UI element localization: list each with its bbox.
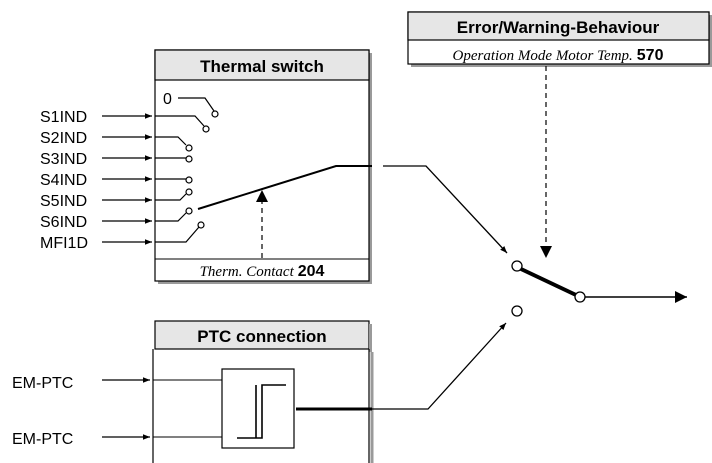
operation-mode-parameter: Operation Mode Motor Temp.570 (453, 47, 664, 64)
output-terminal (574, 291, 586, 303)
input-s2ind: S2IND (40, 130, 87, 147)
input-s3ind: S3IND (40, 151, 87, 168)
thermal-switch-output-line (383, 165, 508, 254)
hysteresis-curve-upper (237, 384, 286, 439)
error-behaviour-title: Error/Warning-Behaviour (457, 18, 660, 37)
operation-mode-arrowhead (540, 246, 552, 258)
selector-wiring (155, 115, 205, 243)
operation-mode-number: 570 (637, 47, 664, 64)
output-switch-arm (520, 267, 577, 297)
zero-contact-terminal (211, 110, 219, 118)
actuator-arrowhead (256, 190, 268, 202)
selector-terminals (185, 125, 210, 229)
ptc-input-1: EM-PTC (12, 375, 73, 392)
input-mfi1d: MFI1D (40, 235, 88, 252)
operation-mode-label: Operation Mode Motor Temp. (453, 48, 633, 64)
ptc-header-shadow (369, 324, 372, 352)
thermal-contact-number: 204 (298, 263, 325, 280)
thermal-switch-box (154, 49, 370, 282)
thermal-switch-header (154, 49, 370, 81)
input-s6ind: S6IND (40, 214, 87, 231)
zero-contact-line (178, 97, 215, 112)
output-switch (511, 260, 687, 317)
ptc-input-2: EM-PTC (12, 431, 73, 448)
ptc-connection-title: PTC connection (197, 327, 326, 346)
input-s4ind: S4IND (40, 172, 87, 189)
selector-arm (197, 165, 372, 210)
thermal-contact-label: Therm. Contact (200, 264, 295, 280)
error-behaviour-header (407, 11, 710, 41)
thermal-switch-title: Thermal switch (200, 57, 324, 76)
thermal-input-terminal (511, 260, 523, 272)
ptc-output-line (372, 322, 507, 410)
zero-contact-label: 0 (163, 91, 172, 108)
ptc-input-terminal (511, 305, 523, 317)
error-behaviour-block: Error/Warning-Behaviour Operation Mode M… (407, 11, 712, 258)
ptc-connection-block: PTC connection EM-PTC EM-PTC (12, 320, 374, 463)
input-s1ind: S1IND (40, 109, 87, 126)
hysteresis-block (221, 368, 295, 449)
input-s5ind: S5IND (40, 193, 87, 210)
